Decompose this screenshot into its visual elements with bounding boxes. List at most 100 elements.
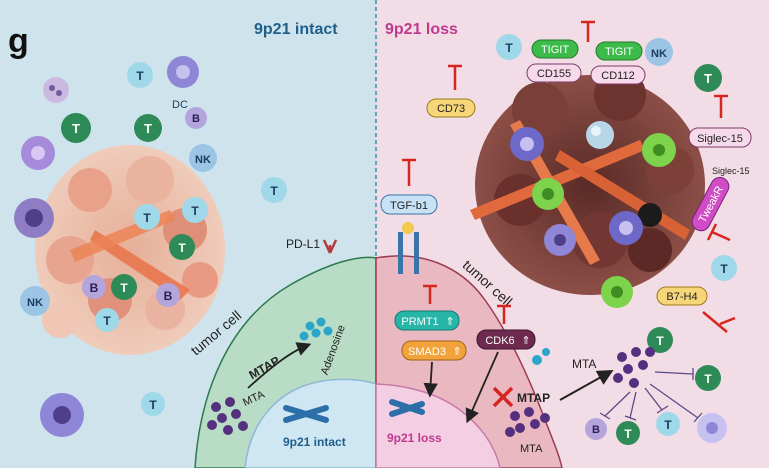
svg-text:T: T: [191, 204, 199, 218]
dendritic-cell: [21, 136, 55, 170]
svg-text:TIGIT: TIGIT: [541, 44, 569, 56]
adenosine-molecules: [299, 317, 333, 341]
svg-text:T: T: [136, 69, 144, 83]
siglec15-box: Siglec-15: [688, 127, 752, 148]
svg-text:⇑: ⇑: [521, 335, 530, 347]
tigit-inhibit-icon: [581, 20, 595, 42]
svg-text:T: T: [120, 281, 128, 295]
mtap-loss-x-icon: [492, 386, 514, 408]
b-cell: B: [156, 283, 180, 307]
t-cell: T: [695, 365, 721, 391]
t-cell: T: [134, 204, 160, 230]
nucleus-left: [244, 378, 377, 468]
b-cell: B: [185, 107, 207, 129]
right-panel-title: 9p21 loss: [385, 21, 458, 38]
pdl1-label: PD-L1: [286, 237, 320, 251]
svg-text:T: T: [624, 427, 632, 441]
t-cell: T: [127, 62, 153, 88]
macrophage: [40, 393, 84, 437]
svg-text:CD112: CD112: [601, 70, 634, 82]
siglec15-inhibit-icon: [714, 94, 728, 118]
svg-text:⇑: ⇑: [452, 346, 461, 358]
molecule: [542, 348, 550, 356]
t-cell: T: [134, 114, 162, 142]
t-cell: T: [711, 255, 737, 281]
pdl1-receptor-icon: [322, 239, 338, 254]
mta-label-right-cell: MTA: [520, 443, 543, 455]
svg-text:T: T: [103, 314, 111, 328]
prmt1-inhibit-icon: [423, 284, 437, 304]
svg-text:B7-H4: B7-H4: [666, 291, 697, 303]
t-cell: T: [61, 113, 91, 143]
nk-cell: NK: [189, 144, 217, 172]
svg-text:T: T: [720, 262, 728, 276]
t-cell: T: [496, 34, 522, 60]
svg-text:PRMT1: PRMT1: [401, 316, 438, 328]
chromosome-label-right: 9p21 loss: [387, 431, 442, 445]
smad3-arrow: [423, 361, 438, 398]
tgfb-receptor-icon: [398, 222, 419, 274]
dendritic-cell: [167, 56, 199, 88]
svg-text:T: T: [656, 334, 664, 348]
svg-text:T: T: [664, 418, 672, 432]
svg-text:T: T: [144, 121, 152, 136]
dendritic-cell: [697, 413, 727, 443]
nk-cell: NK: [645, 38, 673, 66]
cd155-box: CD155: [526, 63, 582, 83]
b-cell: B: [82, 275, 106, 299]
svg-text:⇑: ⇑: [445, 316, 454, 328]
mta-label-right: MTA: [572, 357, 596, 371]
t-cell: T: [656, 412, 680, 436]
macrophage: [14, 198, 54, 238]
b-cell: B: [585, 418, 607, 440]
cdk6-arrow: [465, 351, 499, 424]
cdk6-box: CDK6 ⇑: [476, 329, 536, 350]
mta-molecules-right-extracellular: [613, 347, 655, 388]
mta-export-arrow: [559, 370, 614, 401]
svg-text:TIGIT: TIGIT: [605, 46, 633, 58]
neutrophil: [43, 77, 69, 103]
svg-text:B: B: [90, 281, 99, 295]
t-cell: T: [111, 274, 137, 300]
svg-text:SMAD3: SMAD3: [408, 346, 446, 358]
t-cell: T: [647, 327, 673, 353]
left-panel-title: 9p21 intact: [254, 21, 338, 38]
nk-cell: NK: [20, 286, 50, 316]
b7h4-box: B7-H4: [656, 286, 708, 306]
dc-label: DC: [172, 99, 188, 111]
svg-text:TGF-b1: TGF-b1: [390, 200, 428, 212]
svg-text:NK: NK: [195, 154, 211, 166]
t-cell: T: [616, 421, 640, 445]
svg-text:B: B: [164, 289, 173, 303]
mta-inhibition-lines: [599, 368, 703, 423]
mta-molecules-left: [207, 397, 248, 435]
panel-letter: g: [8, 22, 29, 60]
prmt1-box: PRMT1 ⇑: [394, 310, 460, 331]
tweakr-inhibit-icon: [706, 223, 731, 242]
tgfb1-box: TGF-b1: [380, 194, 438, 215]
t-cell: T: [169, 234, 195, 260]
molecule: [532, 355, 542, 365]
svg-text:Siglec-15: Siglec-15: [697, 133, 743, 145]
cdk6-inhibit-icon: [497, 304, 511, 324]
chromosome-label-left: 9p21 intact: [283, 435, 346, 449]
svg-text:CD73: CD73: [437, 103, 465, 115]
tigit-box-2: TIGIT: [595, 41, 643, 61]
cd73-box: CD73: [426, 98, 476, 118]
svg-text:NK: NK: [651, 48, 667, 60]
t-cell: T: [95, 308, 119, 332]
cd73-inhibit-icon: [448, 64, 462, 90]
chromosome-icon-right: [389, 399, 425, 417]
mta-molecules-right-cell: [505, 407, 550, 437]
siglec15-small-label: Siglec-15: [712, 166, 750, 176]
t-cell: T: [182, 197, 208, 223]
svg-text:T: T: [704, 372, 712, 386]
svg-text:NK: NK: [27, 297, 43, 309]
mtap-label-right: MTAP: [517, 391, 550, 405]
tgfb1-inhibit-icon: [402, 158, 416, 186]
svg-text:T: T: [149, 398, 157, 412]
svg-text:CD155: CD155: [537, 68, 571, 80]
cd112-box: CD112: [590, 65, 646, 85]
